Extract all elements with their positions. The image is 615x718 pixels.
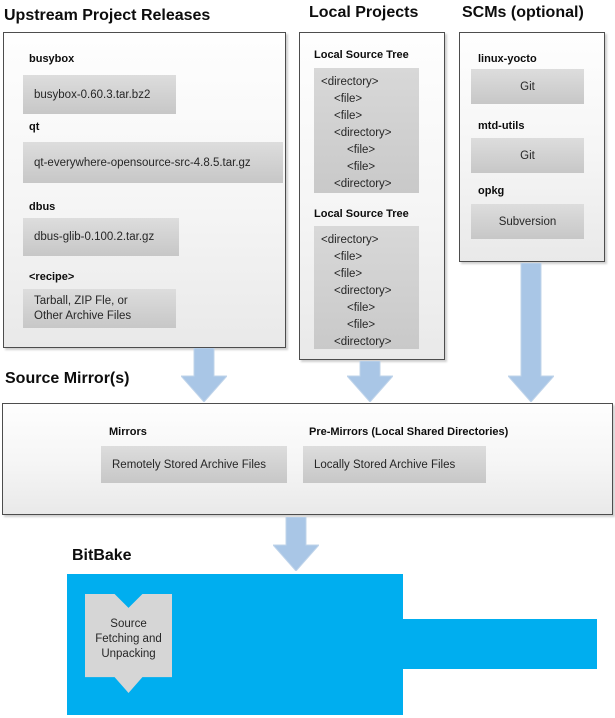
tree-entry: <directory> — [334, 336, 392, 348]
source-fetching-banner-text: Source Fetching and Unpacking — [85, 617, 172, 662]
mirrors-label: Mirrors — [109, 426, 147, 438]
upstream-archive-box: dbus-glib-0.100.2.tar.gz — [23, 218, 179, 256]
local-source-tree-label: Local Source Tree — [314, 208, 409, 220]
tree-entry: <file> — [347, 144, 376, 156]
upstream-archive-box: busybox-0.60.3.tar.bz2 — [23, 75, 176, 114]
upstream-item-label: <recipe> — [29, 271, 75, 283]
down-arrow-scms-to-mirrors-icon — [508, 263, 554, 402]
tree-entry: <directory> — [334, 178, 392, 190]
scm-type-box: Git — [471, 138, 584, 173]
scms-panel: linux-yocto Git mtd-utils Git opkg Subve… — [459, 32, 605, 262]
upstream-releases-panel: busybox busybox-0.60.3.tar.bz2 qt qt-eve… — [3, 32, 286, 348]
premirrors-label: Pre-Mirrors (Local Shared Directories) — [309, 426, 509, 438]
tree-entry: <file> — [347, 319, 376, 331]
local-source-tree-label: Local Source Tree — [314, 49, 409, 61]
local-source-tree-box: <directory> <file> <file> <directory> <f… — [314, 226, 419, 349]
archive-box-line: Tarball, ZIP Fle, or — [34, 294, 128, 307]
source-fetching-banner: Source Fetching and Unpacking — [85, 594, 172, 693]
tree-entry: <file> — [334, 251, 363, 263]
banner-line: Source — [110, 618, 147, 630]
upstream-releases-title: Upstream Project Releases — [4, 7, 211, 24]
upstream-archive-box: qt-everywhere-opensource-src-4.8.5.tar.g… — [23, 142, 283, 183]
source-mirrors-panel: Mirrors Remotely Stored Archive Files Pr… — [2, 403, 613, 515]
upstream-item-label: dbus — [29, 201, 56, 213]
banner-line: Fetching and — [95, 633, 162, 645]
tree-entry: <file> — [347, 302, 376, 314]
premirrors-archive-box: Locally Stored Archive Files — [303, 446, 486, 483]
source-mirrors-title: Source Mirror(s) — [5, 370, 130, 387]
bitbake-title: BitBake — [72, 547, 132, 564]
banner-line: Unpacking — [101, 648, 156, 660]
tree-entry: <directory> — [321, 234, 379, 246]
tree-entry: <directory> — [334, 285, 392, 297]
tree-entry: <file> — [334, 110, 363, 122]
scms-title: SCMs (optional) — [462, 4, 584, 21]
scm-type-box: Git — [471, 69, 584, 104]
local-projects-panel: Local Source Tree <directory> <file> <fi… — [299, 32, 445, 360]
tree-entry: <directory> — [321, 76, 379, 88]
upstream-item-label: busybox — [29, 53, 75, 65]
scm-item-label: mtd-utils — [478, 120, 525, 132]
local-source-tree-box: <directory> <file> <file> <directory> <f… — [314, 68, 419, 193]
tree-entry: <directory> — [334, 127, 392, 139]
local-projects-title: Local Projects — [309, 4, 419, 21]
tree-entry: <file> — [334, 93, 363, 105]
scm-item-label: opkg — [478, 185, 505, 197]
down-arrow-mirrors-to-bitbake-icon — [273, 517, 319, 571]
tree-entry: <file> — [347, 161, 376, 173]
archive-box-line: Other Archive Files — [34, 309, 132, 322]
down-arrow-upstream-to-mirrors-icon — [181, 348, 227, 402]
tree-entry: <file> — [334, 268, 363, 280]
down-arrow-local-to-mirrors-icon — [347, 361, 393, 402]
upstream-item-label: qt — [29, 121, 40, 133]
bitbake-output-bar — [403, 619, 597, 669]
mirrors-archive-box: Remotely Stored Archive Files — [101, 446, 287, 483]
scm-item-label: linux-yocto — [478, 53, 537, 65]
scm-type-box: Subversion — [471, 204, 584, 239]
upstream-archive-box: Tarball, ZIP Fle, or Other Archive Files — [23, 289, 176, 328]
